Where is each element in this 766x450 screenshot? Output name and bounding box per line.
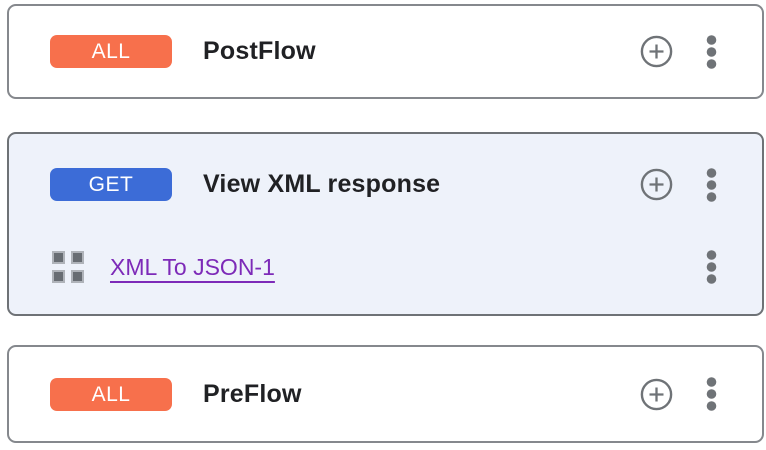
flow-actions [640,34,717,69]
flow-header-row: ALL PostFlow [9,34,762,69]
flow-header-row: GET View XML response [9,167,762,202]
add-step-button[interactable] [640,168,673,201]
add-step-button[interactable] [640,378,673,411]
policy-menu-button[interactable] [706,250,717,284]
add-step-button[interactable] [640,35,673,68]
plus-circle-icon [640,378,673,411]
policy-link[interactable]: XML To JSON-1 [110,253,275,280]
kebab-menu-icon [706,250,717,284]
flow-menu-button[interactable] [706,377,717,411]
flow-card-view-xml-response[interactable]: GET View XML response [7,132,764,316]
flow-menu-button[interactable] [706,167,717,202]
policy-actions [706,250,717,284]
method-badge: GET [50,168,172,201]
flow-actions [640,167,717,202]
plus-circle-icon [640,168,673,201]
plus-circle-icon [640,35,673,68]
flow-card-preflow[interactable]: ALL PreFlow [7,345,764,443]
kebab-menu-icon [706,167,717,202]
method-badge: ALL [50,35,172,68]
policy-step-row: XML To JSON-1 [9,250,762,284]
kebab-menu-icon [706,377,717,411]
method-badge: ALL [50,377,172,411]
flow-title: View XML response [203,170,441,198]
kebab-menu-icon [706,34,717,69]
flow-menu-button[interactable] [706,34,717,69]
flow-title: PreFlow [203,379,302,408]
policy-grid-icon[interactable] [52,251,84,283]
flow-card-postflow[interactable]: ALL PostFlow [7,4,764,99]
flow-header-row: ALL PreFlow [9,377,762,411]
flow-actions [640,377,717,411]
flow-title: PostFlow [203,37,316,65]
